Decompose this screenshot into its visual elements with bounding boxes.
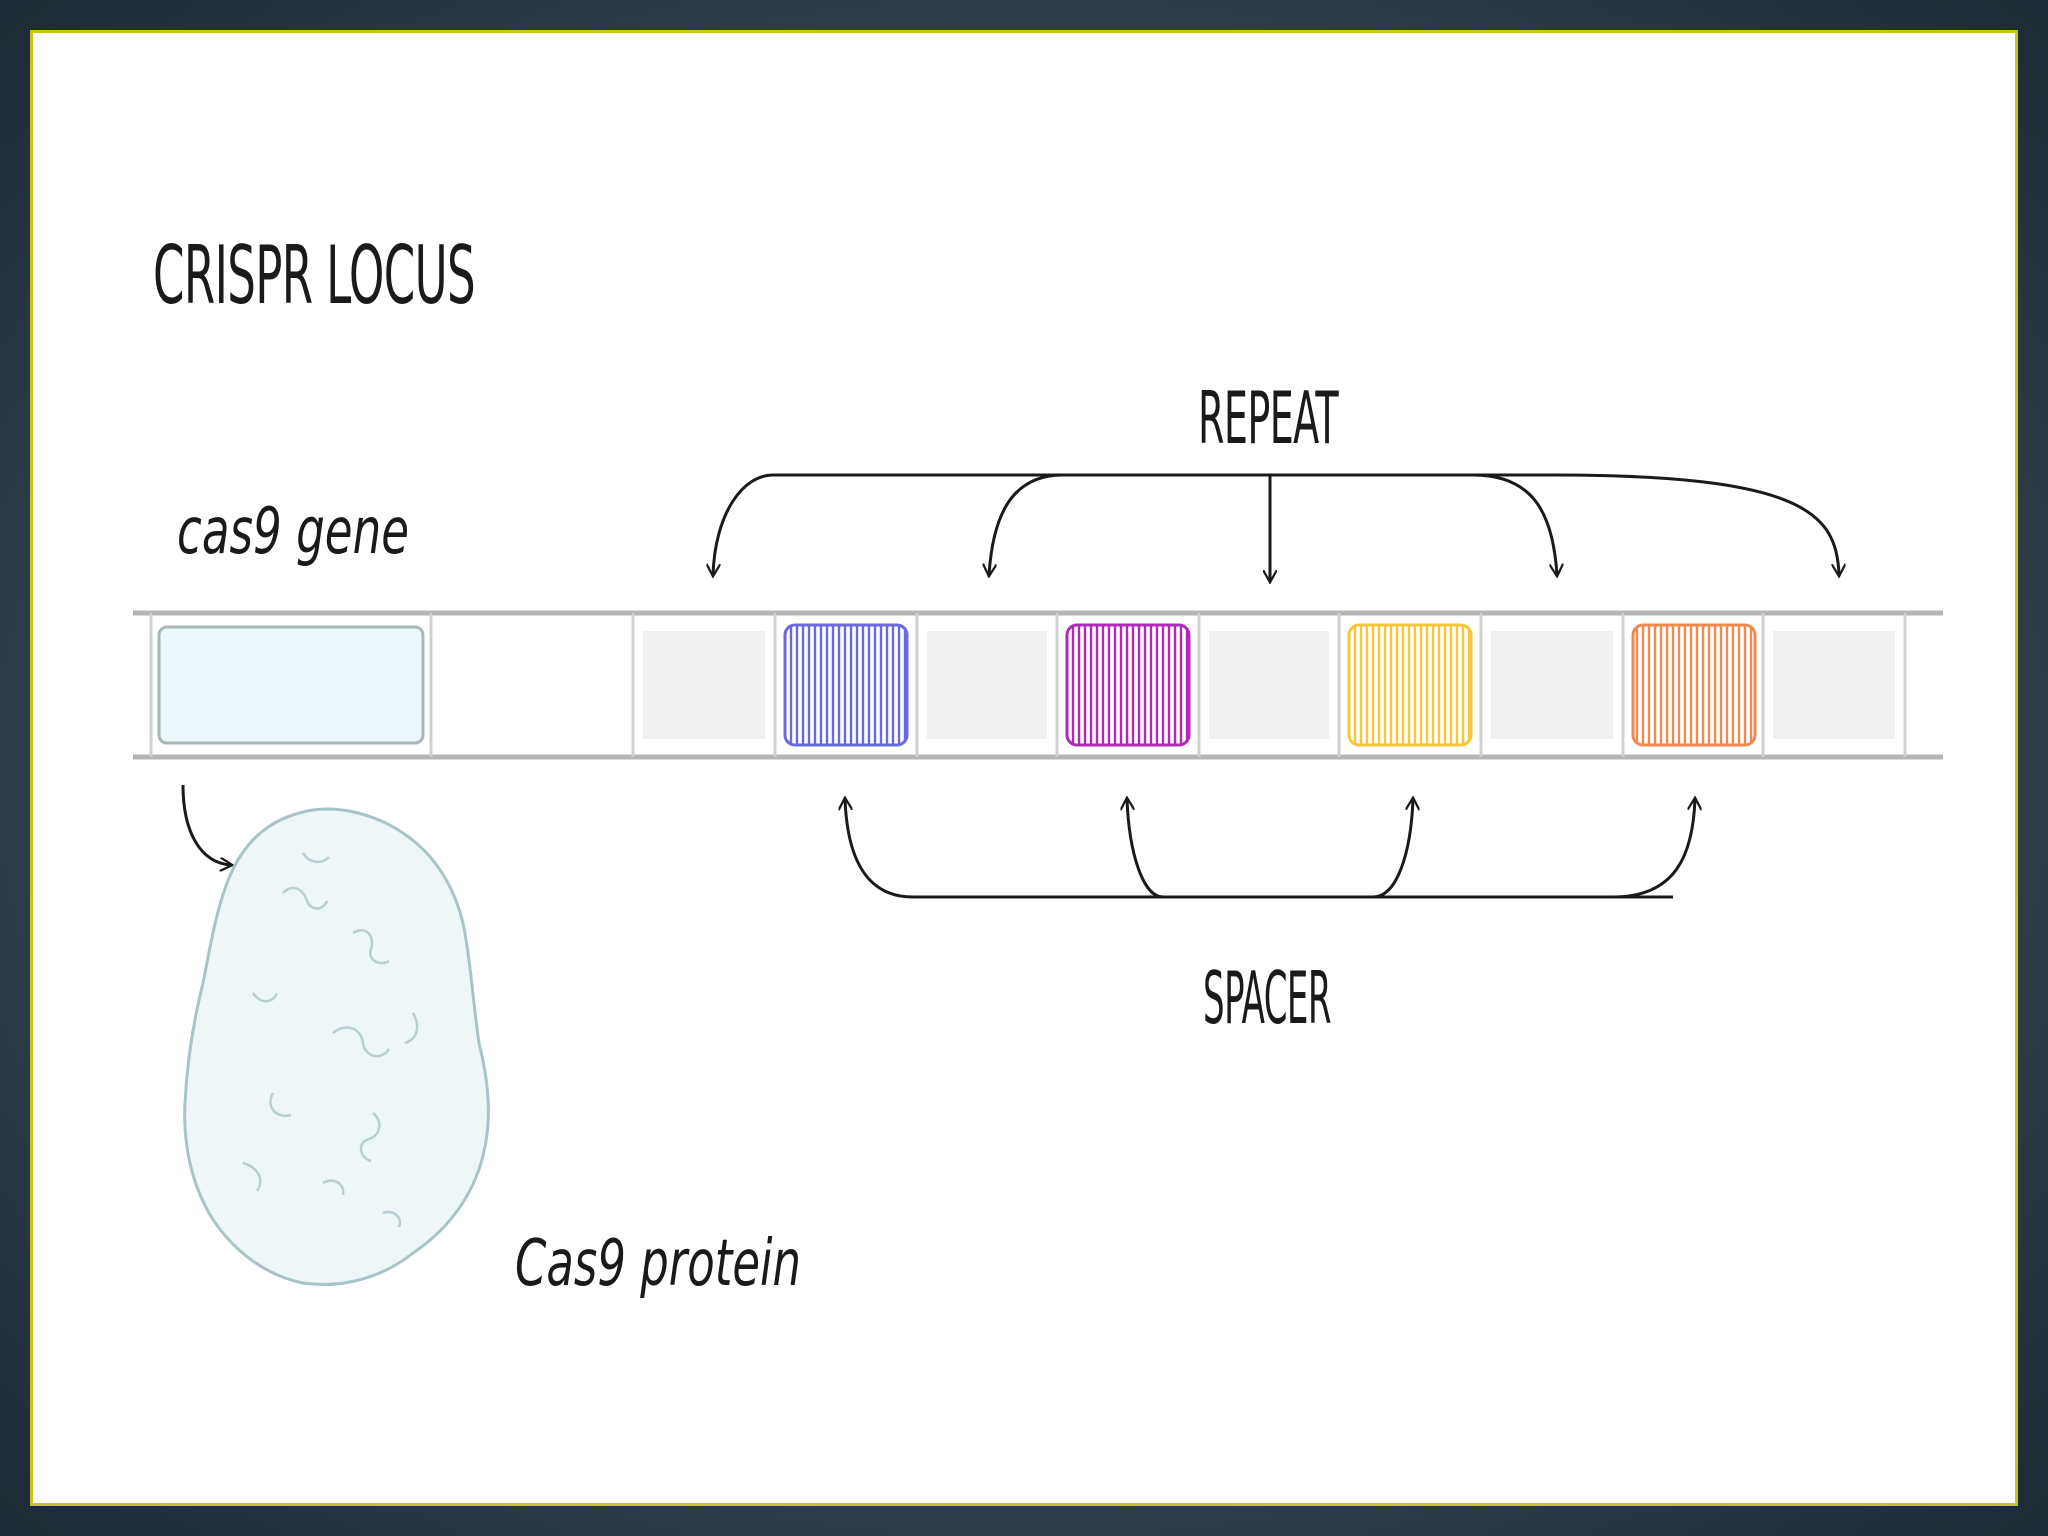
spacer-arrow-2: [1127, 799, 1164, 899]
gene-to-protein-arrow: [181, 784, 231, 865]
repeat-segment: [927, 631, 1047, 739]
spacer-arrows: [845, 799, 1695, 899]
spacer-segment-purple: [1065, 623, 1191, 747]
repeat-arrow-4: [1472, 473, 1557, 575]
repeat-segment: [1209, 631, 1329, 739]
repeat-arrows: [713, 473, 1839, 581]
repeat-segment: [1491, 631, 1613, 739]
crispr-diagram: CRISPR LOCUS cas9 gene REPEAT: [133, 229, 1943, 1301]
dna-strand: [133, 610, 1943, 760]
segment-dividers: [149, 613, 1907, 757]
repeat-arrow-2: [989, 473, 1064, 575]
slide: CRISPR LOCUS cas9 gene REPEAT: [30, 30, 2018, 1506]
diagram-title: CRISPR LOCUS: [153, 229, 475, 322]
spacer-segment-yellow: [1347, 623, 1473, 747]
spacer-arrow-3: [1372, 799, 1413, 899]
protein-texture: [242, 852, 419, 1228]
spacer-arrow-4: [1612, 799, 1695, 899]
repeat-segment: [643, 631, 765, 739]
spacer-arrow-1: [845, 799, 914, 899]
repeat-label: REPEAT: [1198, 376, 1339, 460]
spacer-label: SPACER: [1203, 956, 1331, 1040]
protein-label: Cas9 protein: [515, 1227, 801, 1301]
repeat-segment: [1773, 631, 1895, 739]
spacer-segment-blue: [783, 623, 909, 747]
repeat-arrow-5: [1552, 473, 1839, 575]
gene-label: cas9 gene: [177, 495, 409, 569]
repeat-arrow-1: [713, 473, 774, 575]
cas9-protein-blob: [183, 807, 490, 1287]
cas9-gene-box: [157, 625, 425, 745]
spacer-segment-orange: [1631, 623, 1757, 747]
